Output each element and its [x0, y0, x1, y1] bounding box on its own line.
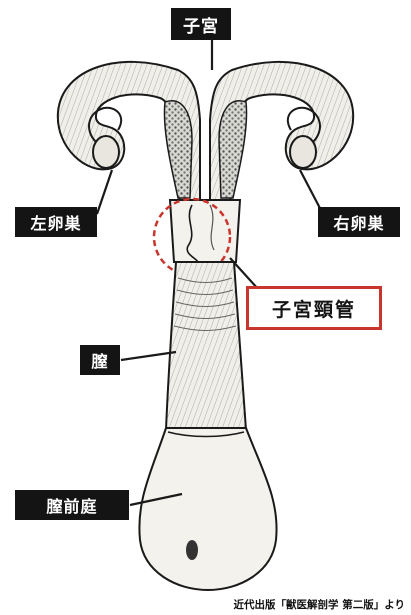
label-right-ovary: 右卵巣: [318, 207, 400, 237]
label-vagina: 膣: [80, 345, 120, 375]
vestibule: [139, 428, 276, 590]
urethral-opening: [186, 540, 198, 560]
source-credit: 近代出版「獣医解剖学 第二版」より: [234, 597, 405, 612]
right-ovary: [290, 136, 316, 168]
label-vestibule: 膣前庭: [15, 490, 129, 520]
label-left-ovary: 左卵巣: [15, 207, 97, 237]
label-uterus: 子宮: [171, 8, 231, 40]
left-horn-lumen: [164, 101, 192, 198]
right-horn-lumen: [219, 101, 247, 198]
vagina: [166, 262, 246, 430]
left-ovary: [93, 136, 119, 168]
label-cervical-canal: 子宮頸管: [246, 286, 382, 330]
